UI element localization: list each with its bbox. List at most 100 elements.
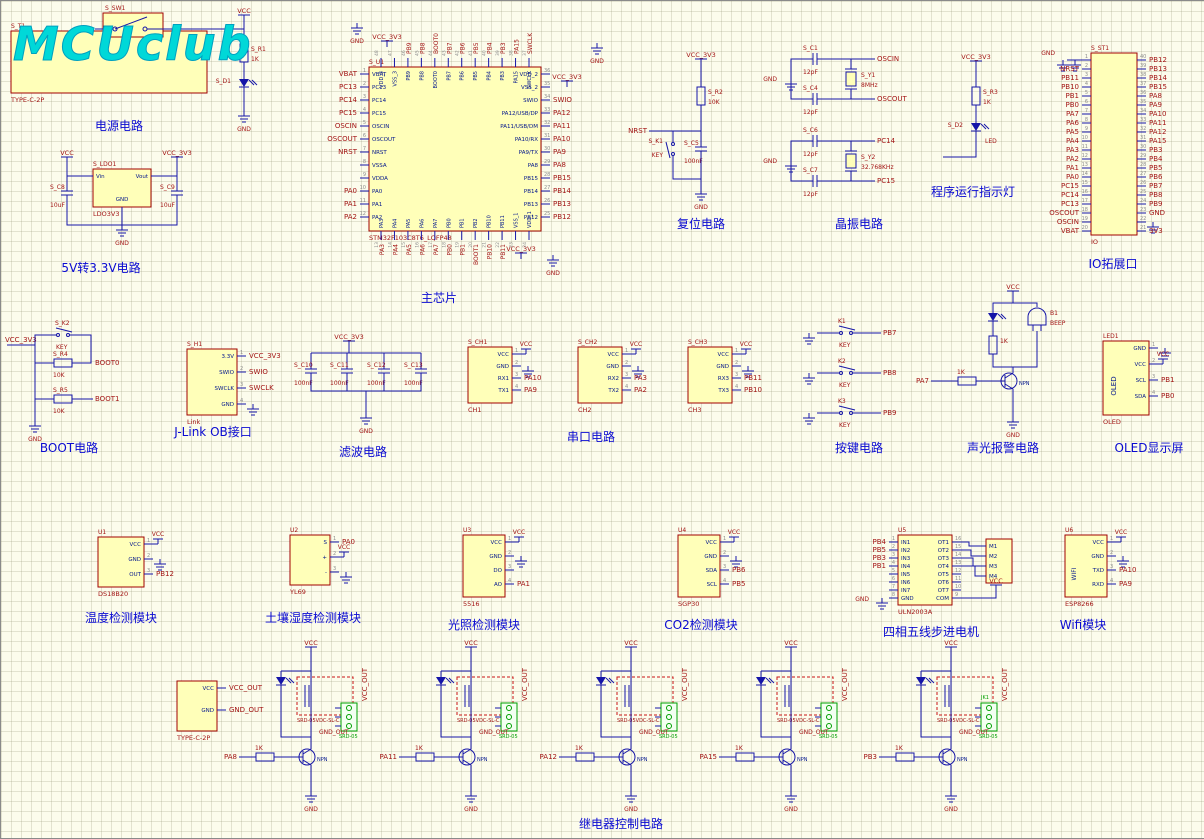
relay-SRD-05VDC-SL-C[interactable]: SRD-05VDC-SL-C bbox=[456, 676, 514, 724]
terminal-connector[interactable]: SRD-05 bbox=[655, 702, 678, 740]
relay-SRD-05VDC-SL-C[interactable]: SRD-05VDC-SL-C bbox=[296, 676, 354, 724]
power-symbol: VCC_3V3 bbox=[506, 245, 536, 259]
npn-transistor[interactable]: NPN bbox=[931, 743, 968, 771]
led-icon[interactable] bbox=[596, 671, 615, 691]
pin-number: 1 bbox=[515, 348, 518, 354]
relay-channel-PB3[interactable]: VCCVCC_OUTSRD-05VDC-SL-CJK1SRD-05GND_OUT… bbox=[864, 639, 1009, 813]
pin-name: VSSA bbox=[372, 163, 387, 169]
net-label: PA12 bbox=[1149, 128, 1166, 136]
component-S_U1[interactable]: S_U1STM32F103C8T6_LQFP48VBAT1VBATPC132PC… bbox=[327, 32, 572, 265]
net-label: GND_OUT bbox=[639, 729, 669, 736]
pin-name: PA5 bbox=[406, 219, 412, 228]
pin-name: + bbox=[322, 555, 327, 561]
relay-channel-PA11[interactable]: VCCVCC_OUTSRD-05VDC-SL-CSRD-05GND_OUTNPN… bbox=[380, 639, 529, 813]
led-icon[interactable] bbox=[276, 671, 295, 691]
resistor-1K[interactable]: 1K bbox=[250, 745, 280, 762]
power-net-label: VCC bbox=[237, 7, 251, 15]
pin-name: PA2 bbox=[372, 215, 382, 221]
led-icon[interactable] bbox=[436, 671, 455, 691]
resistor-1K[interactable]: 1K bbox=[988, 330, 1009, 360]
relay-SRD-05VDC-SL-C[interactable]: SRD-05VDC-SL-C bbox=[936, 676, 994, 724]
power-symbol: VCC bbox=[304, 639, 318, 653]
npn-transistor[interactable]: NPN bbox=[451, 743, 488, 771]
led-icon[interactable] bbox=[988, 307, 1007, 327]
relay-channel-PA12[interactable]: VCCVCC_OUTSRD-05VDC-SL-CSRD-05GND_OUTNPN… bbox=[540, 639, 689, 813]
component-S_ST1[interactable]: S_ST1IO12NRST3PB114PB105PB16PB07PA78PA69… bbox=[1049, 45, 1167, 246]
relay-channel-PA8[interactable]: VCCVCC_OUTSRD-05VDC-SL-CSRD-05GND_OUTNPN… bbox=[224, 639, 369, 813]
pin-name: M4 bbox=[989, 574, 998, 580]
resistor-1K[interactable]: 1K bbox=[410, 745, 440, 762]
pin-name: SWIO bbox=[523, 98, 539, 104]
npn-transistor[interactable]: NPN bbox=[771, 743, 808, 771]
led-icon[interactable] bbox=[916, 671, 935, 691]
pin-number: 34 bbox=[544, 94, 550, 100]
gnd-symbol: GND bbox=[464, 791, 478, 813]
resistor-1K[interactable]: 1K bbox=[890, 745, 920, 762]
pin-number: 14 bbox=[387, 242, 393, 248]
terminal-connector[interactable]: SRD-05 bbox=[815, 702, 838, 740]
resistor-1K[interactable]: 1K bbox=[952, 369, 982, 386]
pin-name: PB8 bbox=[419, 71, 425, 81]
pin-name: COM bbox=[936, 596, 949, 602]
resistor-1K[interactable]: 1K bbox=[570, 745, 600, 762]
pin-number: 19 bbox=[1082, 216, 1088, 222]
led-icon[interactable] bbox=[756, 671, 775, 691]
net-label: PB8 bbox=[1149, 191, 1162, 199]
led-icon[interactable] bbox=[971, 117, 990, 137]
terminal-connector[interactable]: SRD-05 bbox=[495, 702, 518, 740]
component-U5[interactable]: U5ULN2003AIN11PB4IN22PB5IN33PB3IN44PB1IN… bbox=[873, 527, 962, 616]
npn-transistor[interactable]: NPN bbox=[291, 743, 328, 771]
switch-S_SW1[interactable]: S_SW1 bbox=[95, 5, 171, 38]
pin-name: PB2 bbox=[473, 218, 479, 228]
terminal-connector[interactable]: SRD-05 bbox=[335, 702, 358, 740]
relay-channel-PA15[interactable]: VCCVCC_OUTSRD-05VDC-SL-CSRD-05GND_OUTNPN… bbox=[700, 639, 849, 813]
pin-number: 15 bbox=[955, 544, 961, 550]
led-icon[interactable] bbox=[239, 73, 258, 93]
npn-transistor[interactable]: NPN bbox=[993, 367, 1030, 395]
resistor-1K[interactable]: 1K bbox=[730, 745, 760, 762]
relay-SRD-05VDC-SL-C[interactable]: SRD-05VDC-SL-C bbox=[776, 676, 834, 724]
npn-transistor[interactable]: NPN bbox=[611, 743, 648, 771]
relay-SRD-05VDC-SL-C[interactable]: SRD-05VDC-SL-C bbox=[616, 676, 674, 724]
